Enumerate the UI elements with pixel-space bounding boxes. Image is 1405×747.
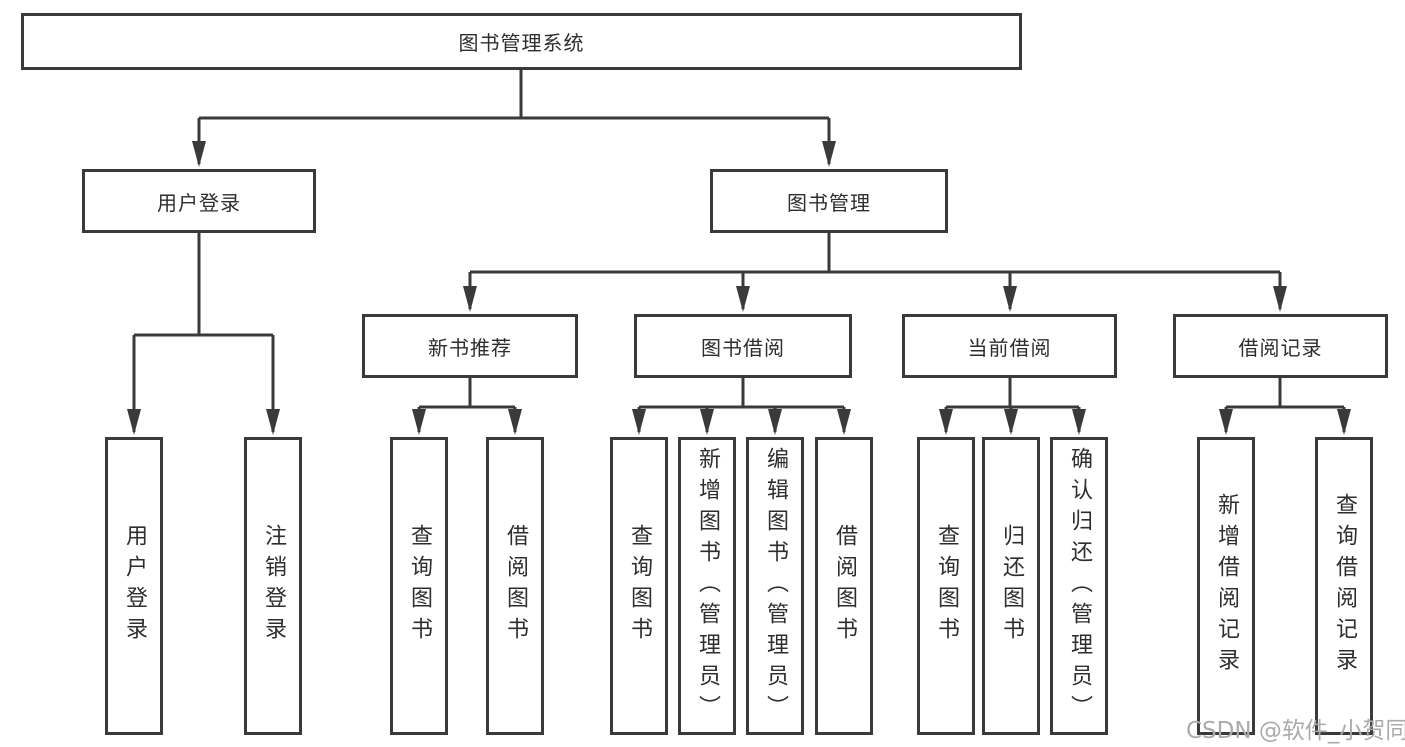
leaf-label: 编辑图书（管理员） (763, 446, 788, 726)
leaf-borrow-edit: 编辑图书（管理员） (746, 437, 804, 735)
leaf-user-login: 用户登录 (105, 437, 163, 735)
leaf-label: 查询图书 (627, 524, 652, 648)
connector-current (939, 378, 1086, 435)
connector-new-book (412, 378, 522, 435)
leaf-label: 新增图书（管理员） (695, 446, 720, 726)
leaf-borrow-query: 查询图书 (610, 437, 668, 735)
leaf-borrow-add: 新增图书（管理员） (678, 437, 736, 735)
leaf-label: 新增借阅记录 (1214, 493, 1239, 679)
node-root-label: 图书管理系统 (458, 31, 585, 55)
node-root: 图书管理系统 (21, 13, 1022, 70)
leaf-label: 用户登录 (122, 524, 147, 648)
leaf-label: 查询借阅记录 (1332, 493, 1357, 679)
leaf-label: 注销登录 (261, 524, 286, 648)
node-records-label: 借阅记录 (1238, 335, 1323, 360)
leaf-newbook-query: 查询图书 (390, 437, 448, 735)
leaf-label: 归还图书 (999, 524, 1024, 648)
node-records: 借阅记录 (1173, 314, 1388, 378)
node-user-login-label: 用户登录 (157, 190, 241, 215)
leaf-current-query: 查询图书 (917, 437, 975, 735)
connector-book-mgmt (463, 233, 1287, 312)
connector-borrow (632, 378, 851, 435)
node-borrow-label: 图书借阅 (701, 335, 785, 360)
node-user-login: 用户登录 (82, 169, 316, 233)
node-current-label: 当前借阅 (967, 335, 1052, 360)
node-book-mgmt: 图书管理 (710, 169, 948, 233)
leaf-label: 借阅图书 (832, 524, 857, 648)
leaf-label: 借阅图书 (503, 524, 528, 648)
connector-records (1219, 378, 1351, 435)
leaf-record-add: 新增借阅记录 (1197, 437, 1255, 735)
node-book-mgmt-label: 图书管理 (787, 190, 871, 215)
leaf-record-query: 查询借阅记录 (1315, 437, 1373, 735)
connector-user-login (127, 233, 280, 435)
node-new-book: 新书推荐 (362, 314, 578, 378)
leaf-logout: 注销登录 (244, 437, 302, 735)
leaf-label: 查询图书 (407, 524, 432, 648)
leaf-current-confirm: 确认归还（管理员） (1050, 437, 1108, 735)
leaf-borrow-borrow: 借阅图书 (815, 437, 873, 735)
leaf-label: 确认归还（管理员） (1067, 446, 1092, 726)
leaf-newbook-borrow: 借阅图书 (486, 437, 544, 735)
csdn-watermark: CSDN @软件_小贺同学 (1186, 718, 1405, 744)
node-new-book-label: 新书推荐 (428, 335, 512, 360)
leaf-current-return: 归还图书 (982, 437, 1040, 735)
node-borrow: 图书借阅 (634, 314, 852, 378)
connector-root-to-level2 (192, 69, 836, 167)
node-current: 当前借阅 (902, 314, 1117, 378)
leaf-label: 查询图书 (934, 524, 959, 648)
